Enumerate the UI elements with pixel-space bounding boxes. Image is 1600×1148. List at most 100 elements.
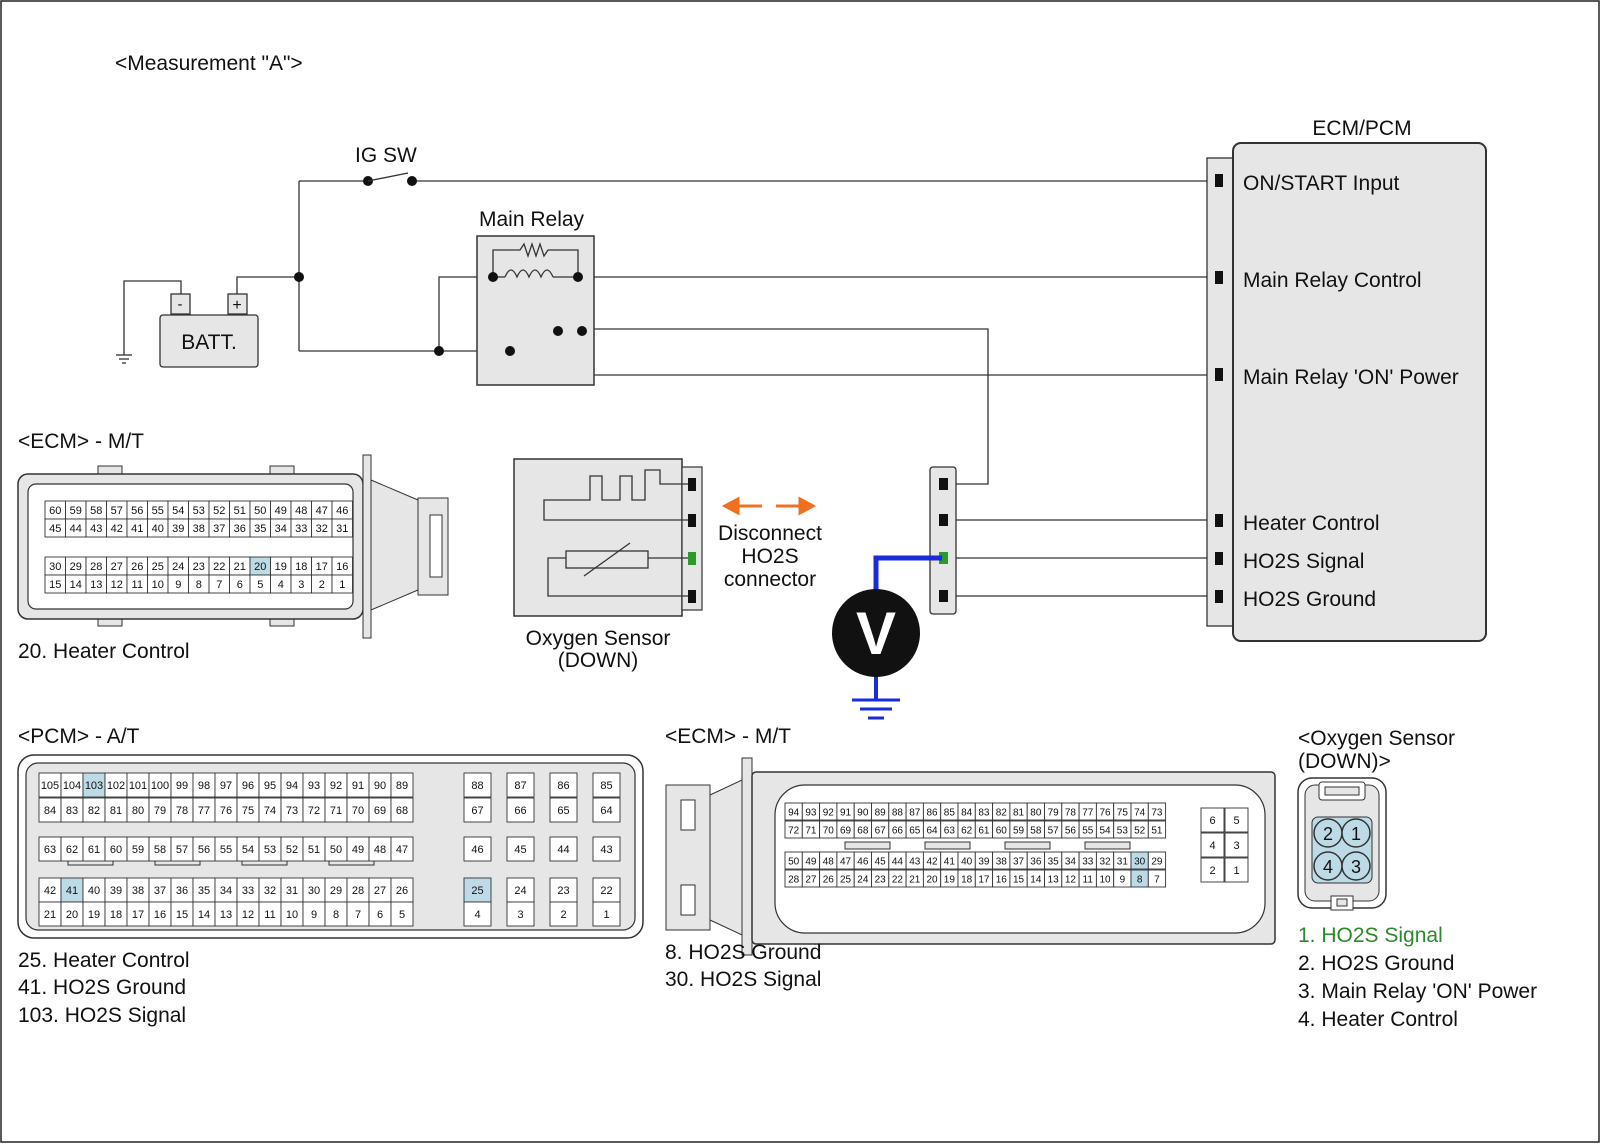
main-relay-label: Main Relay (479, 208, 585, 231)
pin-cell (592, 772, 621, 798)
pin-number: 70 (823, 826, 835, 837)
pin-number: 19 (275, 561, 287, 573)
pin-number: 57 (111, 505, 123, 517)
pin-number: 68 (857, 826, 869, 837)
pin-number: 102 (107, 780, 125, 792)
pin-number: 80 (1030, 808, 1042, 819)
pin-number: 17 (978, 875, 990, 886)
pin-number: 10 (152, 579, 164, 591)
o2-pin-2: 2 (1323, 824, 1333, 844)
ig-switch-contact-right (407, 176, 417, 186)
disconnect-line1: Disconnect (718, 522, 822, 545)
pin-number: 69 (374, 805, 386, 817)
pin-number: 13 (90, 579, 102, 591)
pin-number: 61 (978, 826, 990, 837)
pin-number: 98 (198, 780, 210, 792)
pin-number: 71 (330, 805, 342, 817)
voltmeter-ground-symbol (852, 698, 900, 720)
pin-number: 93 (308, 780, 320, 792)
pin-number: 63 (44, 844, 56, 856)
pin-cell (390, 772, 414, 798)
pin-cell (549, 877, 578, 903)
pcm-note-3: 103. HO2S Signal (18, 1004, 186, 1027)
ecm-bottom-note-1: 8. HO2S Ground (665, 941, 821, 964)
pin-number: 35 (198, 885, 210, 897)
pin-number: 30 (49, 561, 61, 573)
pin-number: 89 (396, 780, 408, 792)
pin-cell (592, 877, 621, 903)
pin-cell (1147, 802, 1167, 821)
pin-number: 34 (275, 523, 287, 535)
pin-number: 2 (560, 909, 566, 921)
pin-number: 47 (840, 857, 852, 868)
pin-cell (506, 877, 535, 903)
pin-number: 40 (88, 885, 100, 897)
pin-number: 28 (90, 561, 102, 573)
pin-number: 87 (514, 780, 526, 792)
pin-number: 32 (316, 523, 328, 535)
junctions (294, 272, 587, 356)
oxygen-sensor-internal (543, 469, 688, 597)
disconnect-arrows (721, 496, 817, 516)
pin-number: 73 (286, 805, 298, 817)
pin-number: 33 (1082, 857, 1094, 868)
pin-number: 52 (213, 505, 225, 517)
pin-number: 72 (788, 826, 800, 837)
pin-number: 7 (355, 909, 361, 921)
pin-number: 3 (1233, 840, 1239, 852)
pin-number: 56 (198, 844, 210, 856)
pin-number: 15 (49, 579, 61, 591)
pin-number: 50 (330, 844, 342, 856)
pin-number: 33 (242, 885, 254, 897)
pin-number: 41 (944, 857, 956, 868)
pin-number: 9 (311, 909, 317, 921)
pin-number: 42 (111, 523, 123, 535)
pin-number: 40 (152, 523, 164, 535)
battery-positive-terminal (227, 293, 248, 315)
pin-number: 34 (220, 885, 232, 897)
ecm-mt-top-title: <ECM> - M/T (18, 430, 144, 453)
pin-number: 35 (1048, 857, 1060, 868)
pin-number: 62 (66, 844, 78, 856)
pin-number: 10 (1099, 875, 1111, 886)
pin-number: 16 (154, 909, 166, 921)
pin-cell (390, 901, 414, 927)
pin-number: 53 (193, 505, 205, 517)
pin-cell (463, 797, 492, 823)
pin-number: 51 (308, 844, 320, 856)
pin-number: 5 (257, 579, 263, 591)
pcm-note-1: 25. Heater Control (18, 949, 190, 972)
pin-number: 59 (132, 844, 144, 856)
o2-pin-3: 3 (1351, 857, 1361, 877)
o2-connector-pins (1313, 818, 1371, 881)
pin-cell (1224, 832, 1249, 858)
pin-number: 57 (1048, 826, 1060, 837)
pin-number: 37 (1013, 857, 1025, 868)
pin-number: 31 (336, 523, 348, 535)
pin-number: 69 (840, 826, 852, 837)
pin-number: 35 (254, 523, 266, 535)
pin-number: 4 (1209, 840, 1215, 852)
disconnect-line2: HO2S (741, 545, 798, 568)
pin-number: 75 (1117, 808, 1129, 819)
pin-number: 65 (909, 826, 921, 837)
pin-number: 28 (788, 875, 800, 886)
pin-number: 26 (131, 561, 143, 573)
pin-number: 72 (308, 805, 320, 817)
pin-number: 27 (805, 875, 817, 886)
pin-number: 67 (875, 826, 887, 837)
pin-number: 76 (1099, 808, 1111, 819)
pin-number: 60 (996, 826, 1008, 837)
pin-number: 92 (823, 808, 835, 819)
pin-number: 38 (132, 885, 144, 897)
pin-cell (1200, 857, 1225, 883)
pin-number: 12 (111, 579, 123, 591)
terminal-heater-control: Heater Control (1243, 512, 1380, 535)
pin-number: 87 (909, 808, 921, 819)
pin-number: 67 (471, 805, 483, 817)
pin-number: 60 (110, 844, 122, 856)
pin-number: 22 (213, 561, 225, 573)
pin-cell (331, 518, 353, 538)
pin-number: 83 (66, 805, 78, 817)
